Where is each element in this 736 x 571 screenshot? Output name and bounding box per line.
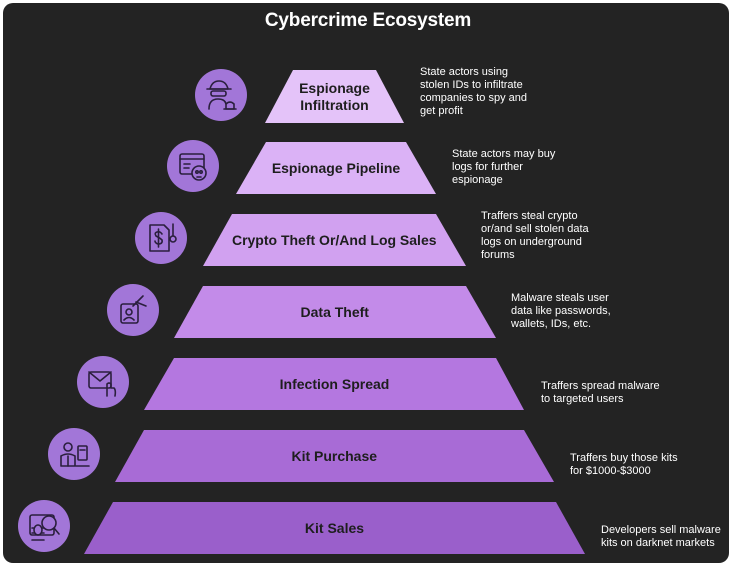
tier-description: Traffers steal crypto or/and sell stolen… [481, 210, 589, 261]
icon-circle [195, 69, 247, 121]
tier-band [84, 502, 585, 554]
icon-circle [167, 140, 219, 192]
tier-3: Crypto Theft Or/And Log Sales [135, 212, 466, 266]
user-register-icon-glyph [60, 442, 90, 467]
icon-circle [107, 284, 159, 336]
tier-band [144, 358, 524, 410]
envelope-cursor-icon-glyph [88, 371, 117, 397]
tier-description: Traffers spread malware to targeted user… [541, 380, 660, 405]
tier-description: Traffers buy those kits for $1000-$3000 [570, 452, 678, 477]
bug-search-icon [18, 500, 70, 552]
tier-label: Data Theft [301, 304, 370, 320]
tier-6: Kit Purchase [48, 428, 554, 482]
tier-5: Infection Spread [77, 356, 524, 410]
tier-description: Developers sell malware kits on darknet … [601, 524, 721, 549]
tier-7: Kit Sales [18, 500, 585, 554]
bug-search-icon-glyph [29, 514, 60, 541]
spy-alarm-icon-glyph [206, 80, 237, 110]
tier-label: Infection Spread [280, 376, 390, 392]
tier-label: Crypto Theft Or/And Log Sales [232, 232, 437, 248]
tier-label: Espionage Pipeline [272, 160, 401, 176]
id-card-hand-icon-glyph [120, 295, 147, 324]
browser-skull-icon [167, 140, 219, 192]
icon-circle [77, 356, 129, 408]
tier-band [174, 286, 496, 338]
tier-band [203, 214, 466, 266]
envelope-cursor-icon [77, 356, 129, 408]
tier-label: Kit Sales [305, 520, 364, 536]
dollar-document-icon-glyph [149, 223, 177, 252]
id-card-hand-icon [107, 284, 159, 336]
user-register-icon [48, 428, 100, 480]
icon-circle [48, 428, 100, 480]
tier-description: Malware steals user data like passwords,… [511, 292, 611, 330]
diagram-title: Cybercrime Ecosystem [264, 10, 472, 31]
tier-band [265, 70, 404, 123]
tier-2: Espionage Pipeline [167, 140, 436, 194]
dollar-document-icon [135, 212, 187, 264]
browser-skull-icon-glyph [179, 153, 207, 181]
tier-label: Kit Purchase [291, 448, 377, 464]
icon-circle [135, 212, 187, 264]
tier-band [236, 142, 436, 194]
tier-band [115, 430, 554, 482]
tier-description: State actors using stolen IDs to infiltr… [420, 66, 528, 117]
tier-4: Data Theft [107, 284, 496, 338]
tier-description: State actors may buy logs for further es… [452, 148, 556, 186]
spy-alarm-icon [195, 69, 247, 121]
